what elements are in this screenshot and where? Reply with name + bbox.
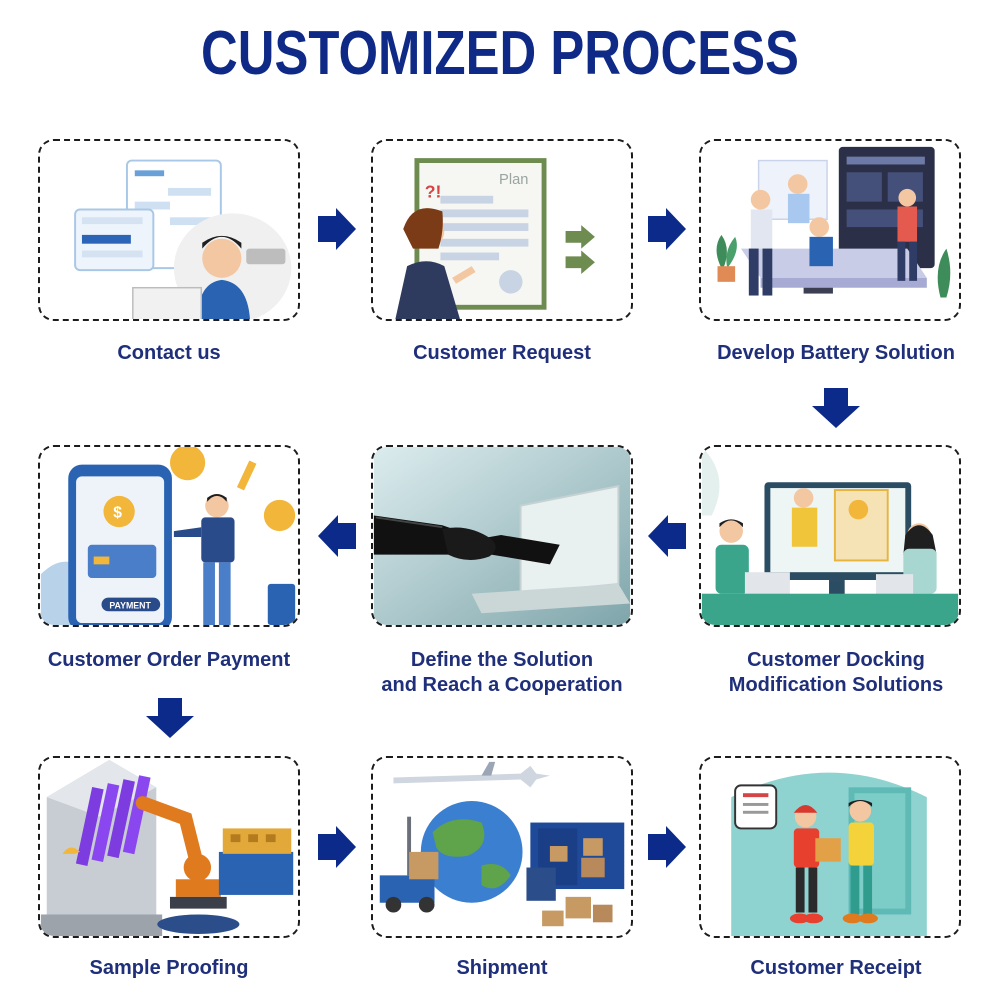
arrow-left-icon	[648, 515, 686, 557]
step-label-customer-order-payment: Customer Order Payment	[47, 649, 291, 671]
step-label-define-solution: Define the Solution and Reach a Cooperat…	[381, 649, 623, 696]
step-card-develop-battery-solution	[699, 139, 961, 321]
delivery-illustration	[701, 758, 959, 936]
plan-text: Plan	[499, 172, 528, 188]
step-label-customer-receipt: Customer Receipt	[750, 957, 922, 979]
arrow-right-icon	[648, 208, 686, 250]
step-card-customer-docking	[699, 445, 961, 627]
team-meeting-illustration	[701, 141, 959, 319]
step-label-sample-proofing: Sample Proofing	[89, 957, 249, 979]
question-exclaim-marks: ?!	[425, 182, 442, 202]
arrow-right-icon	[648, 826, 686, 868]
step-card-contact-us	[38, 139, 300, 321]
arrow-left-icon	[318, 515, 356, 557]
step-label-customer-docking: Customer Docking Modification Solutions	[728, 649, 944, 696]
step-card-customer-receipt	[699, 756, 961, 938]
step-card-customer-order-payment: $ PAYMENT	[38, 445, 300, 627]
step-label-customer-request: Customer Request	[413, 342, 591, 364]
plan-document-illustration: Plan ?!	[373, 141, 631, 319]
mobile-payment-illustration: $ PAYMENT	[40, 447, 298, 625]
step-card-shipment	[371, 756, 633, 938]
step-label-develop-battery-solution: Develop Battery Solution	[717, 342, 955, 364]
contact-illustration	[40, 141, 298, 319]
page-title: CUSTOMIZED PROCESS	[201, 19, 799, 88]
arrow-down-icon	[146, 698, 194, 738]
payment-badge: PAYMENT	[109, 600, 151, 610]
svg-text:$: $	[113, 504, 122, 521]
robot-arm-illustration	[40, 758, 298, 936]
step-label-shipment: Shipment	[456, 957, 548, 979]
logistics-globe-illustration	[373, 758, 631, 936]
step-card-customer-request: Plan ?!	[371, 139, 633, 321]
step-card-define-solution	[371, 445, 633, 627]
video-conference-illustration	[701, 447, 959, 625]
arrow-right-icon	[318, 826, 356, 868]
arrow-down-icon	[812, 388, 860, 428]
handshake-illustration	[373, 447, 631, 625]
arrow-right-icon	[318, 208, 356, 250]
step-card-sample-proofing	[38, 756, 300, 938]
step-label-contact-us: Contact us	[117, 342, 221, 364]
